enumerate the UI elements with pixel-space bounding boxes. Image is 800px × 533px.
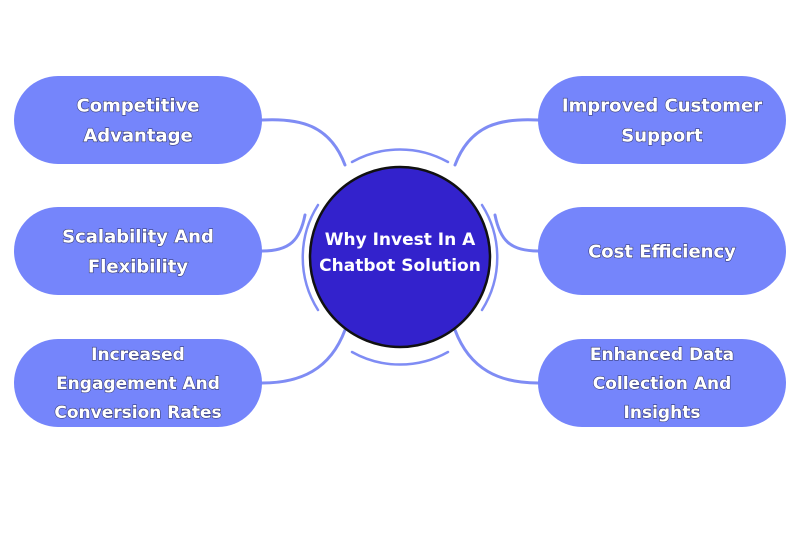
connector-left-middle (260, 213, 307, 253)
right-node-3-line-3: Insights (624, 403, 701, 423)
right-node-2-line-1: Cost Efficiency (588, 241, 736, 262)
connector-right-bottom (453, 328, 540, 385)
left-node-2-pill (14, 207, 262, 295)
center-title-line1: Why Invest In A (325, 230, 476, 250)
right-node-3-line-2: Collection And (593, 374, 732, 394)
connector-right-top (453, 118, 540, 167)
ring-arc-left (301, 203, 320, 312)
ring-arc-bottom (350, 350, 450, 366)
left-node-2-line-2: Flexibility (88, 256, 188, 277)
left-node-3-line-2: Engagement And (56, 374, 220, 394)
left-node-2-line-1: Scalability And (62, 226, 214, 247)
center-rings (301, 148, 499, 366)
right-node-1-line-2: Support (621, 125, 703, 146)
left-node-3-pill (14, 339, 262, 427)
connector-left-top (260, 118, 347, 167)
connector-left-bottom (260, 328, 347, 385)
right-node-3-pill (538, 339, 786, 427)
right-node-3-line-1: Enhanced Data (590, 345, 734, 365)
left-node-3-line-1: Increased (91, 345, 185, 365)
left-node-1-pill (14, 76, 262, 164)
center-circle (308, 165, 492, 349)
right-node-2-pill (538, 207, 786, 295)
ring-arc-top (350, 148, 450, 164)
right-node-2: Cost Efficiency (538, 207, 786, 295)
connectors (260, 118, 540, 385)
connector-right-middle (493, 213, 540, 253)
center-node: Why Invest In A Chatbot Solution (308, 165, 492, 349)
ring-arc-right (480, 203, 499, 312)
left-node-3-line-3: Conversion Rates (54, 403, 221, 423)
center-title-line2: Chatbot Solution (319, 256, 481, 276)
left-node-1-line-1: Competitive (77, 95, 200, 116)
right-node-1-pill (538, 76, 786, 164)
right-node-1-line-1: Improved Customer (562, 95, 762, 116)
left-node-1-line-2: Advantage (83, 125, 192, 146)
